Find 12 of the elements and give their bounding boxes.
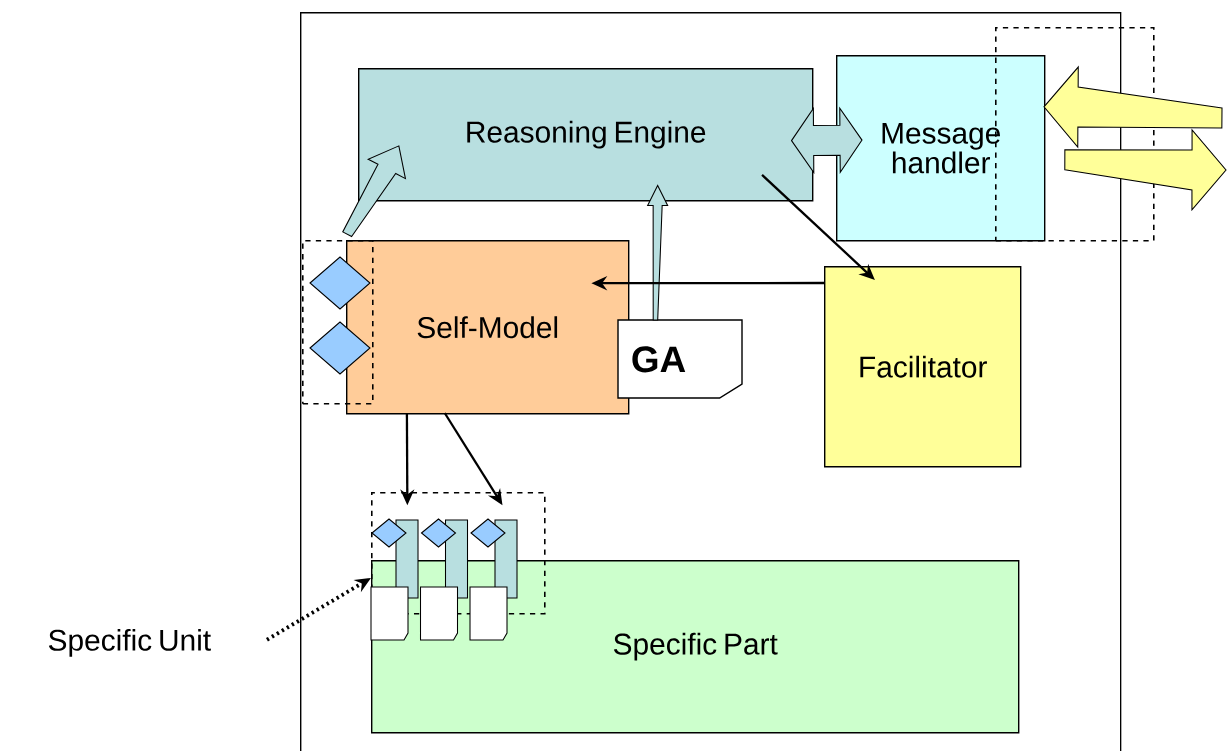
block-arrow: [1064, 128, 1227, 212]
process-box: Specific Part: [371, 560, 1020, 734]
text-label: Specific Unit: [48, 628, 211, 657]
block-arrow: [646, 184, 669, 321]
process-box: Facilitator: [824, 266, 1022, 468]
block-arrow: [342, 145, 407, 238]
block-arrow: [1043, 65, 1223, 149]
process-box: Reasoning Engine: [358, 68, 814, 202]
process-box: Self-Model: [346, 240, 630, 415]
process-box: Message handler: [836, 55, 1046, 242]
dashed-outline: [302, 240, 374, 405]
arrow: [761, 174, 875, 280]
